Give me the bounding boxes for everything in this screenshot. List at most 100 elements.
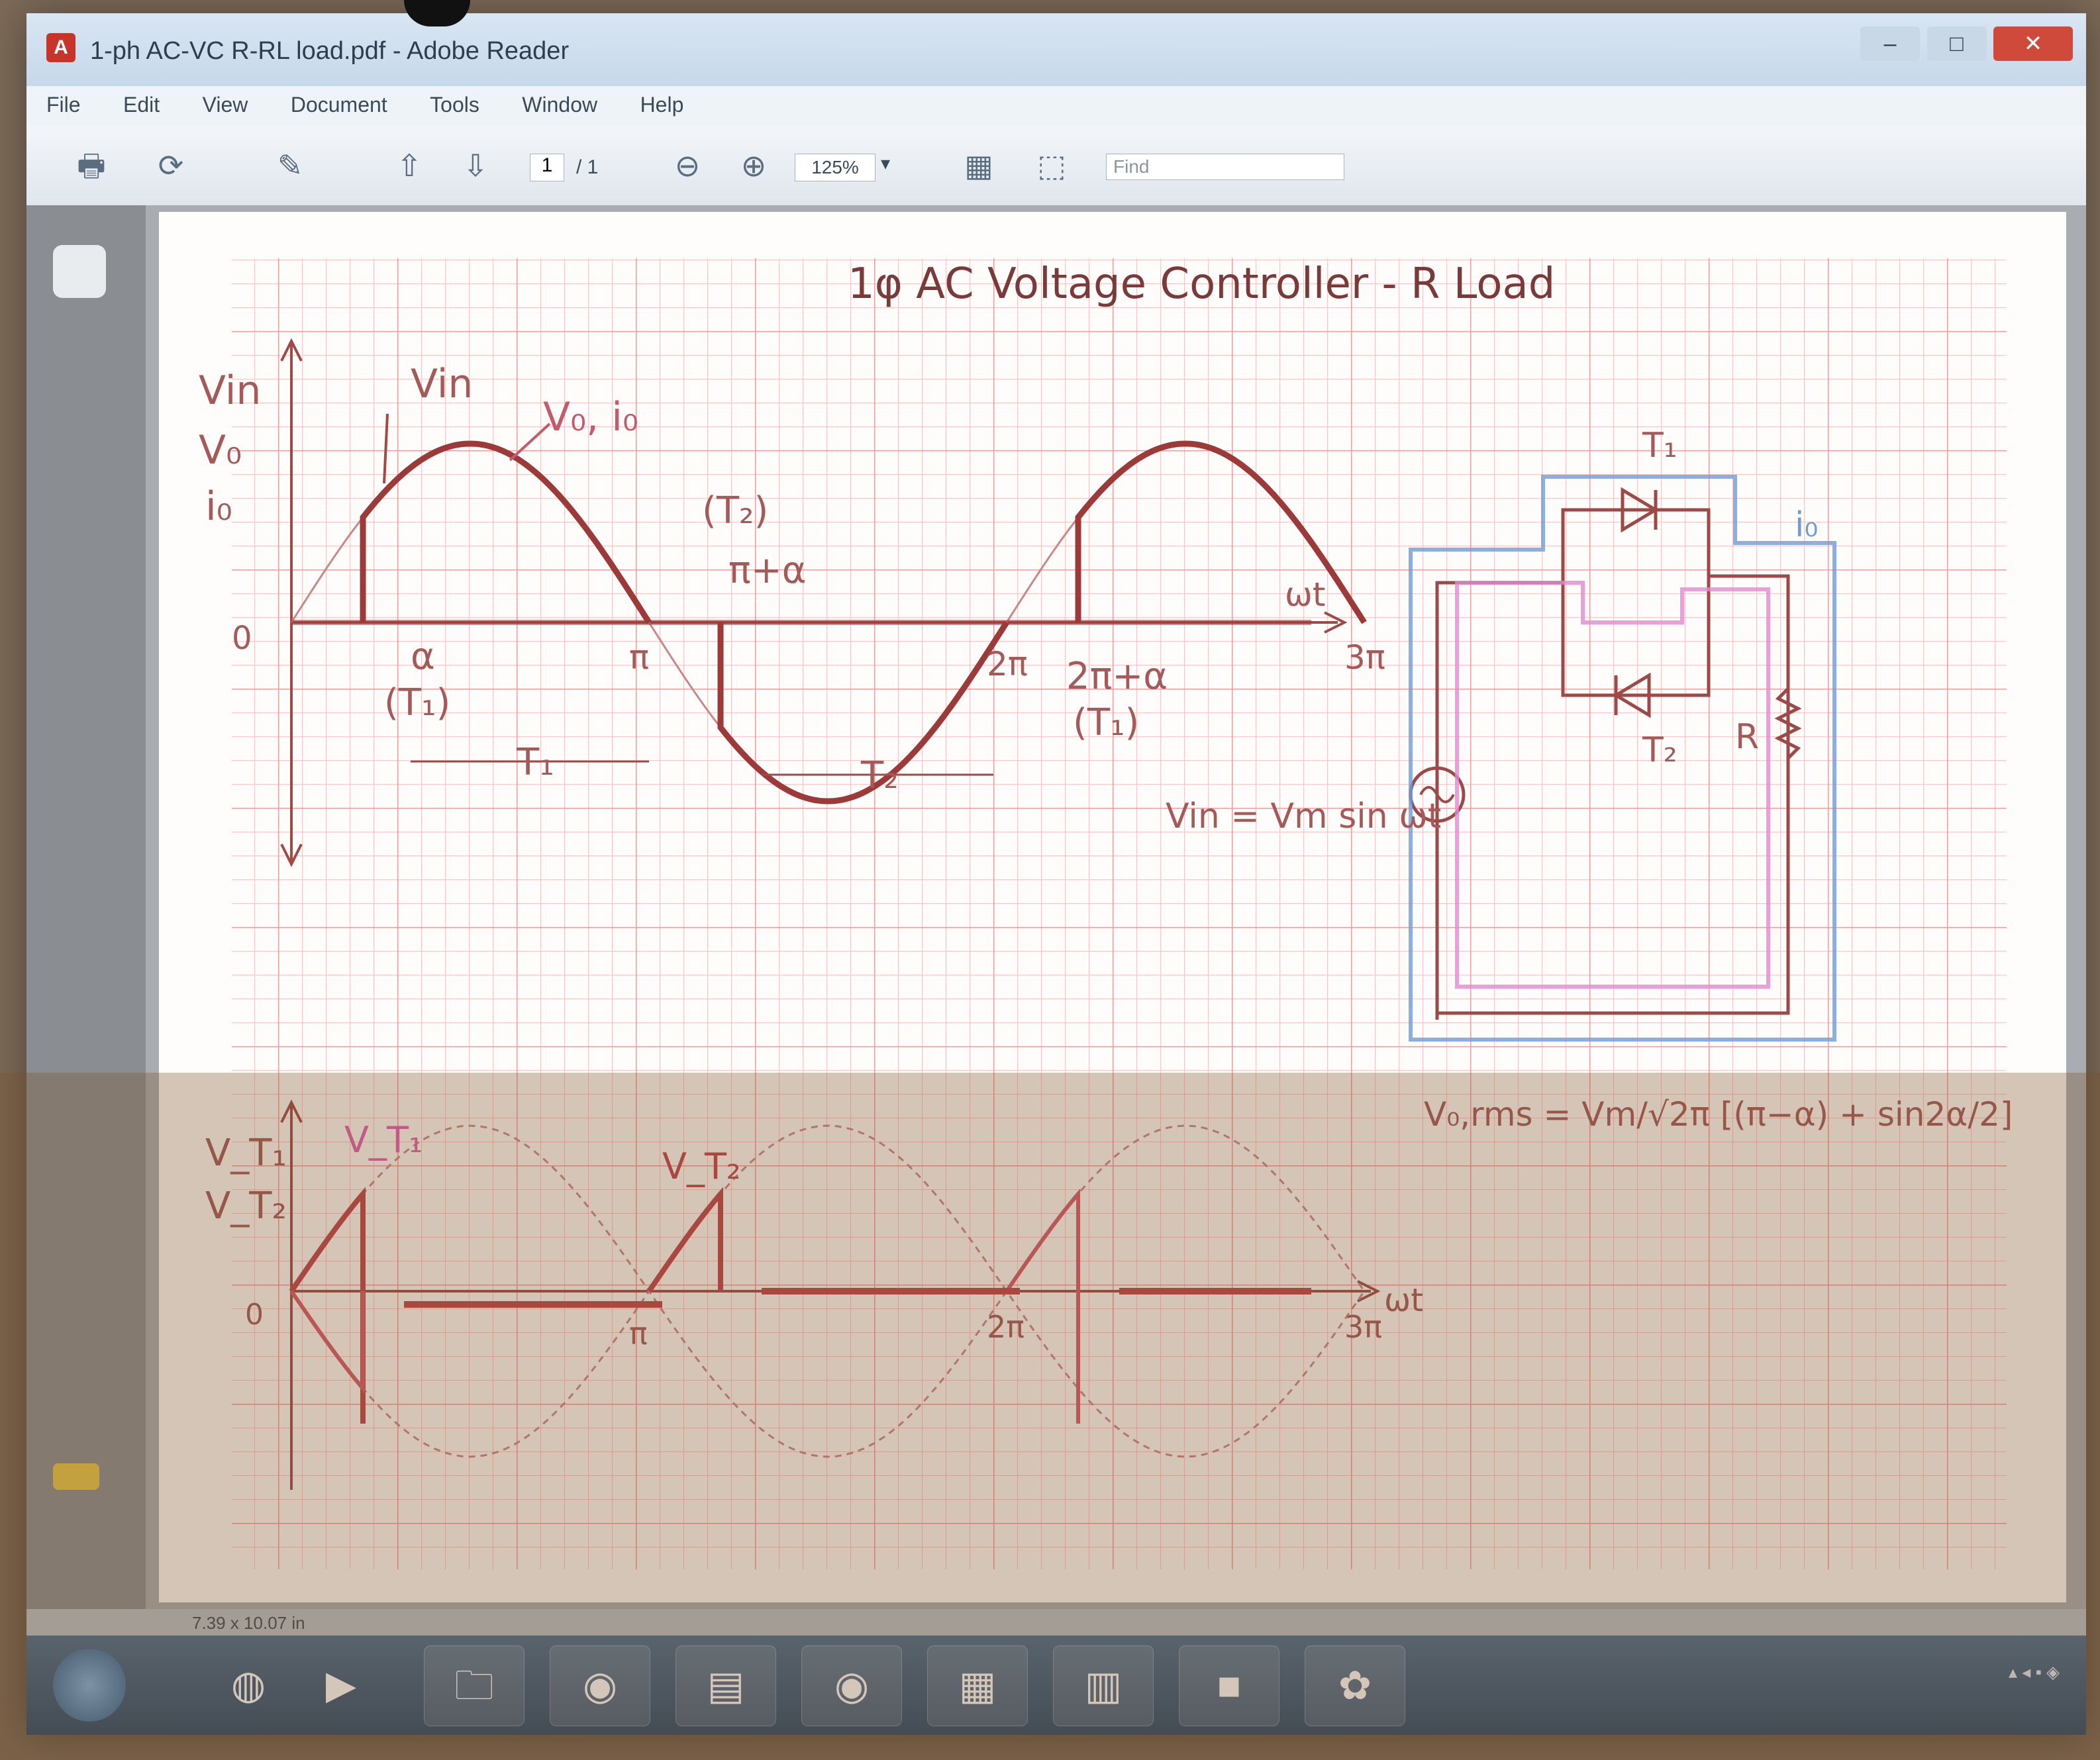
t2-firing-label: (T₂) xyxy=(702,489,768,532)
navigation-pane xyxy=(26,205,146,1609)
menu-document[interactable]: Document xyxy=(290,93,387,117)
media-player-icon[interactable]: ▶ xyxy=(325,1663,357,1707)
top-x-axis-label: ωt xyxy=(1285,575,1325,614)
top-tick-2pi: 2π xyxy=(987,645,1028,683)
sign-icon[interactable]: ✎ xyxy=(277,148,303,183)
top-y-arrow-down xyxy=(280,844,303,867)
share-icon[interactable]: ⟳ xyxy=(158,148,184,183)
minimize-button[interactable]: – xyxy=(1860,26,1921,61)
bottom-y-label-vt1: V_T₁ xyxy=(205,1132,287,1175)
rms-formula: V₀,rms = Vm/√2π [(π−α) + sin2α/2] xyxy=(1424,1095,2013,1134)
t2-interval-label: T₂ xyxy=(860,754,899,797)
pages-panel-button[interactable] xyxy=(53,245,106,298)
bottom-tick-2pi: 2π xyxy=(987,1309,1025,1345)
top-tick-3pi: 3π xyxy=(1344,638,1385,677)
menu-file[interactable]: File xyxy=(46,93,81,117)
vt-reference-negative xyxy=(290,1124,1366,1458)
start-button[interactable] xyxy=(53,1649,126,1722)
window-controls: – □ ✕ xyxy=(1856,26,2073,66)
vt1-trace xyxy=(289,1187,723,1424)
system-tray[interactable]: ▴ ◂ ▪ ◈ xyxy=(2009,1662,2060,1682)
menu-view[interactable]: View xyxy=(202,93,248,117)
pdf-page: 1φ AC Voltage Controller - R Load Vin V₀… xyxy=(159,212,2066,1602)
load-label: R xyxy=(1735,717,1759,757)
word-document-icon[interactable]: ▥ xyxy=(1053,1645,1154,1726)
bottom-waveform-plot: V_T₁ V_T₂ 0 ωt π 2π 3π V_T₁ V_T₂ V₀,rms … xyxy=(205,1095,2013,1490)
presentation-icon[interactable]: ■ xyxy=(1179,1645,1279,1726)
page-total: / 1 xyxy=(576,156,599,178)
window-title: 1-ph AC-VC R-RL load.pdf - Adobe Reader xyxy=(90,37,570,65)
t1-circuit-label: T₁ xyxy=(1642,426,1677,465)
handwritten-notes: 1φ AC Voltage Controller - R Load Vin V₀… xyxy=(199,258,2013,1569)
bottom-y-label-vt2: V_T₂ xyxy=(205,1185,287,1228)
circuit-diagram: T₁ T₂ R i₀ Vin = Vm sin ωt xyxy=(1166,426,1836,1042)
two-pi-plus-alpha-label: 2π+α xyxy=(1066,655,1168,698)
current-label: i₀ xyxy=(1795,505,1818,545)
chrome-icon-2[interactable]: ◉ xyxy=(801,1645,902,1726)
zoom-out-icon[interactable]: ⊖ xyxy=(674,148,701,183)
print-icon[interactable]: 🖶 xyxy=(77,148,106,183)
paint-icon[interactable]: ✿ xyxy=(1305,1645,1405,1726)
chrome-icon[interactable]: ◉ xyxy=(550,1645,650,1726)
top-origin-label: 0 xyxy=(232,620,252,657)
menu-help[interactable]: Help xyxy=(640,93,684,117)
graph-paper-grid xyxy=(232,258,2007,1569)
prev-page-icon[interactable]: ⇧ xyxy=(396,148,423,183)
source-equation: Vin = Vm sin ωt xyxy=(1166,797,1441,836)
menu-tools[interactable]: Tools xyxy=(430,93,479,117)
taskbar: ◍ ▶ 🗀 ◉ ▤ ◉ ▦ ▥ ■ ✿ ▴ ◂ ▪ ◈ xyxy=(26,1636,2086,1735)
top-y-label-vo: V₀ xyxy=(199,427,242,473)
document-area[interactable]: 1φ AC Voltage Controller - R Load Vin V₀… xyxy=(146,205,2086,1609)
adobe-reader-icon: A xyxy=(46,33,75,62)
top-waveform-plot: Vin V₀ i₀ 0 ωt π 2π 3π Vin V₀, i₀ α (T₁)… xyxy=(199,338,1385,867)
find-input[interactable]: Find xyxy=(1106,154,1344,180)
comment-icon[interactable] xyxy=(53,1463,99,1490)
vin-annotation: Vin xyxy=(411,361,473,407)
top-y-label-vin: Vin xyxy=(199,367,261,414)
close-button[interactable]: ✕ xyxy=(1993,26,2073,61)
t1-repeat-label: (T₁) xyxy=(1073,701,1139,744)
menu-window[interactable]: Window xyxy=(522,93,598,117)
t1-interval-label: T₁ xyxy=(516,741,554,784)
bottom-y-arrow xyxy=(280,1099,303,1123)
maximize-button[interactable]: □ xyxy=(1926,26,1987,61)
t1-firing-label: (T₁) xyxy=(384,681,450,724)
menu-edit[interactable]: Edit xyxy=(123,93,160,117)
next-page-icon[interactable]: ⇩ xyxy=(462,148,489,183)
powerpoint-icon[interactable]: ▤ xyxy=(675,1645,776,1726)
bottom-tick-3pi: 3π xyxy=(1344,1309,1382,1345)
top-y-label-io: i₀ xyxy=(205,483,232,530)
bottom-tick-pi: π xyxy=(629,1316,648,1351)
top-tick-pi: π xyxy=(629,638,649,677)
zoom-in-icon[interactable]: ⊕ xyxy=(740,148,767,183)
resistor-icon xyxy=(1774,687,1802,759)
top-y-arrow-up xyxy=(280,338,303,362)
current-path-t2 xyxy=(1455,581,1770,989)
t2-circuit-label: T₂ xyxy=(1642,730,1677,770)
excel-icon[interactable]: ▦ xyxy=(927,1645,1028,1726)
bottom-x-arrow xyxy=(1357,1280,1381,1302)
desktop-screen: A 1-ph AC-VC R-RL load.pdf - Adobe Reade… xyxy=(26,13,2086,1735)
fit-width-icon[interactable]: ⬚ xyxy=(1037,148,1066,183)
chevron-down-icon[interactable]: ▾ xyxy=(881,153,891,173)
document-title: 1φ AC Voltage Controller - R Load xyxy=(848,260,1555,309)
title-bar: A 1-ph AC-VC R-RL load.pdf - Adobe Reade… xyxy=(26,13,2086,86)
toolbar: 🖶 ⟳ ✎ ⇧ ⇩ 1 / 1 ⊖ ⊕ 125% ▾ ▦ ⬚ Find xyxy=(26,126,2086,207)
vt1-annotation: V_T₁ xyxy=(344,1119,423,1161)
page-size-label: 7.39 x 10.07 in xyxy=(192,1613,305,1633)
folder-icon[interactable]: 🗀 xyxy=(424,1645,525,1726)
ie-icon[interactable]: ◍ xyxy=(230,1663,266,1707)
fit-page-icon[interactable]: ▦ xyxy=(964,148,993,183)
pi-plus-alpha-label: π+α xyxy=(728,549,807,592)
top-x-arrow xyxy=(1324,611,1348,634)
page-number-input[interactable]: 1 xyxy=(530,154,564,181)
antiparallel-branch xyxy=(1561,576,1711,697)
zoom-level[interactable]: 125% xyxy=(795,154,875,181)
status-bar: 7.39 x 10.07 in xyxy=(26,1609,2086,1636)
ac-source-wave xyxy=(1419,786,1455,803)
vin-annotation-arrow xyxy=(383,413,389,484)
thyristor-t1-icon xyxy=(1621,487,1659,533)
bottom-x-axis-label: ωt xyxy=(1384,1282,1423,1319)
menu-bar: File Edit View Document Tools Window Hel… xyxy=(26,86,2086,126)
vt-reference-positive xyxy=(290,1124,1366,1458)
